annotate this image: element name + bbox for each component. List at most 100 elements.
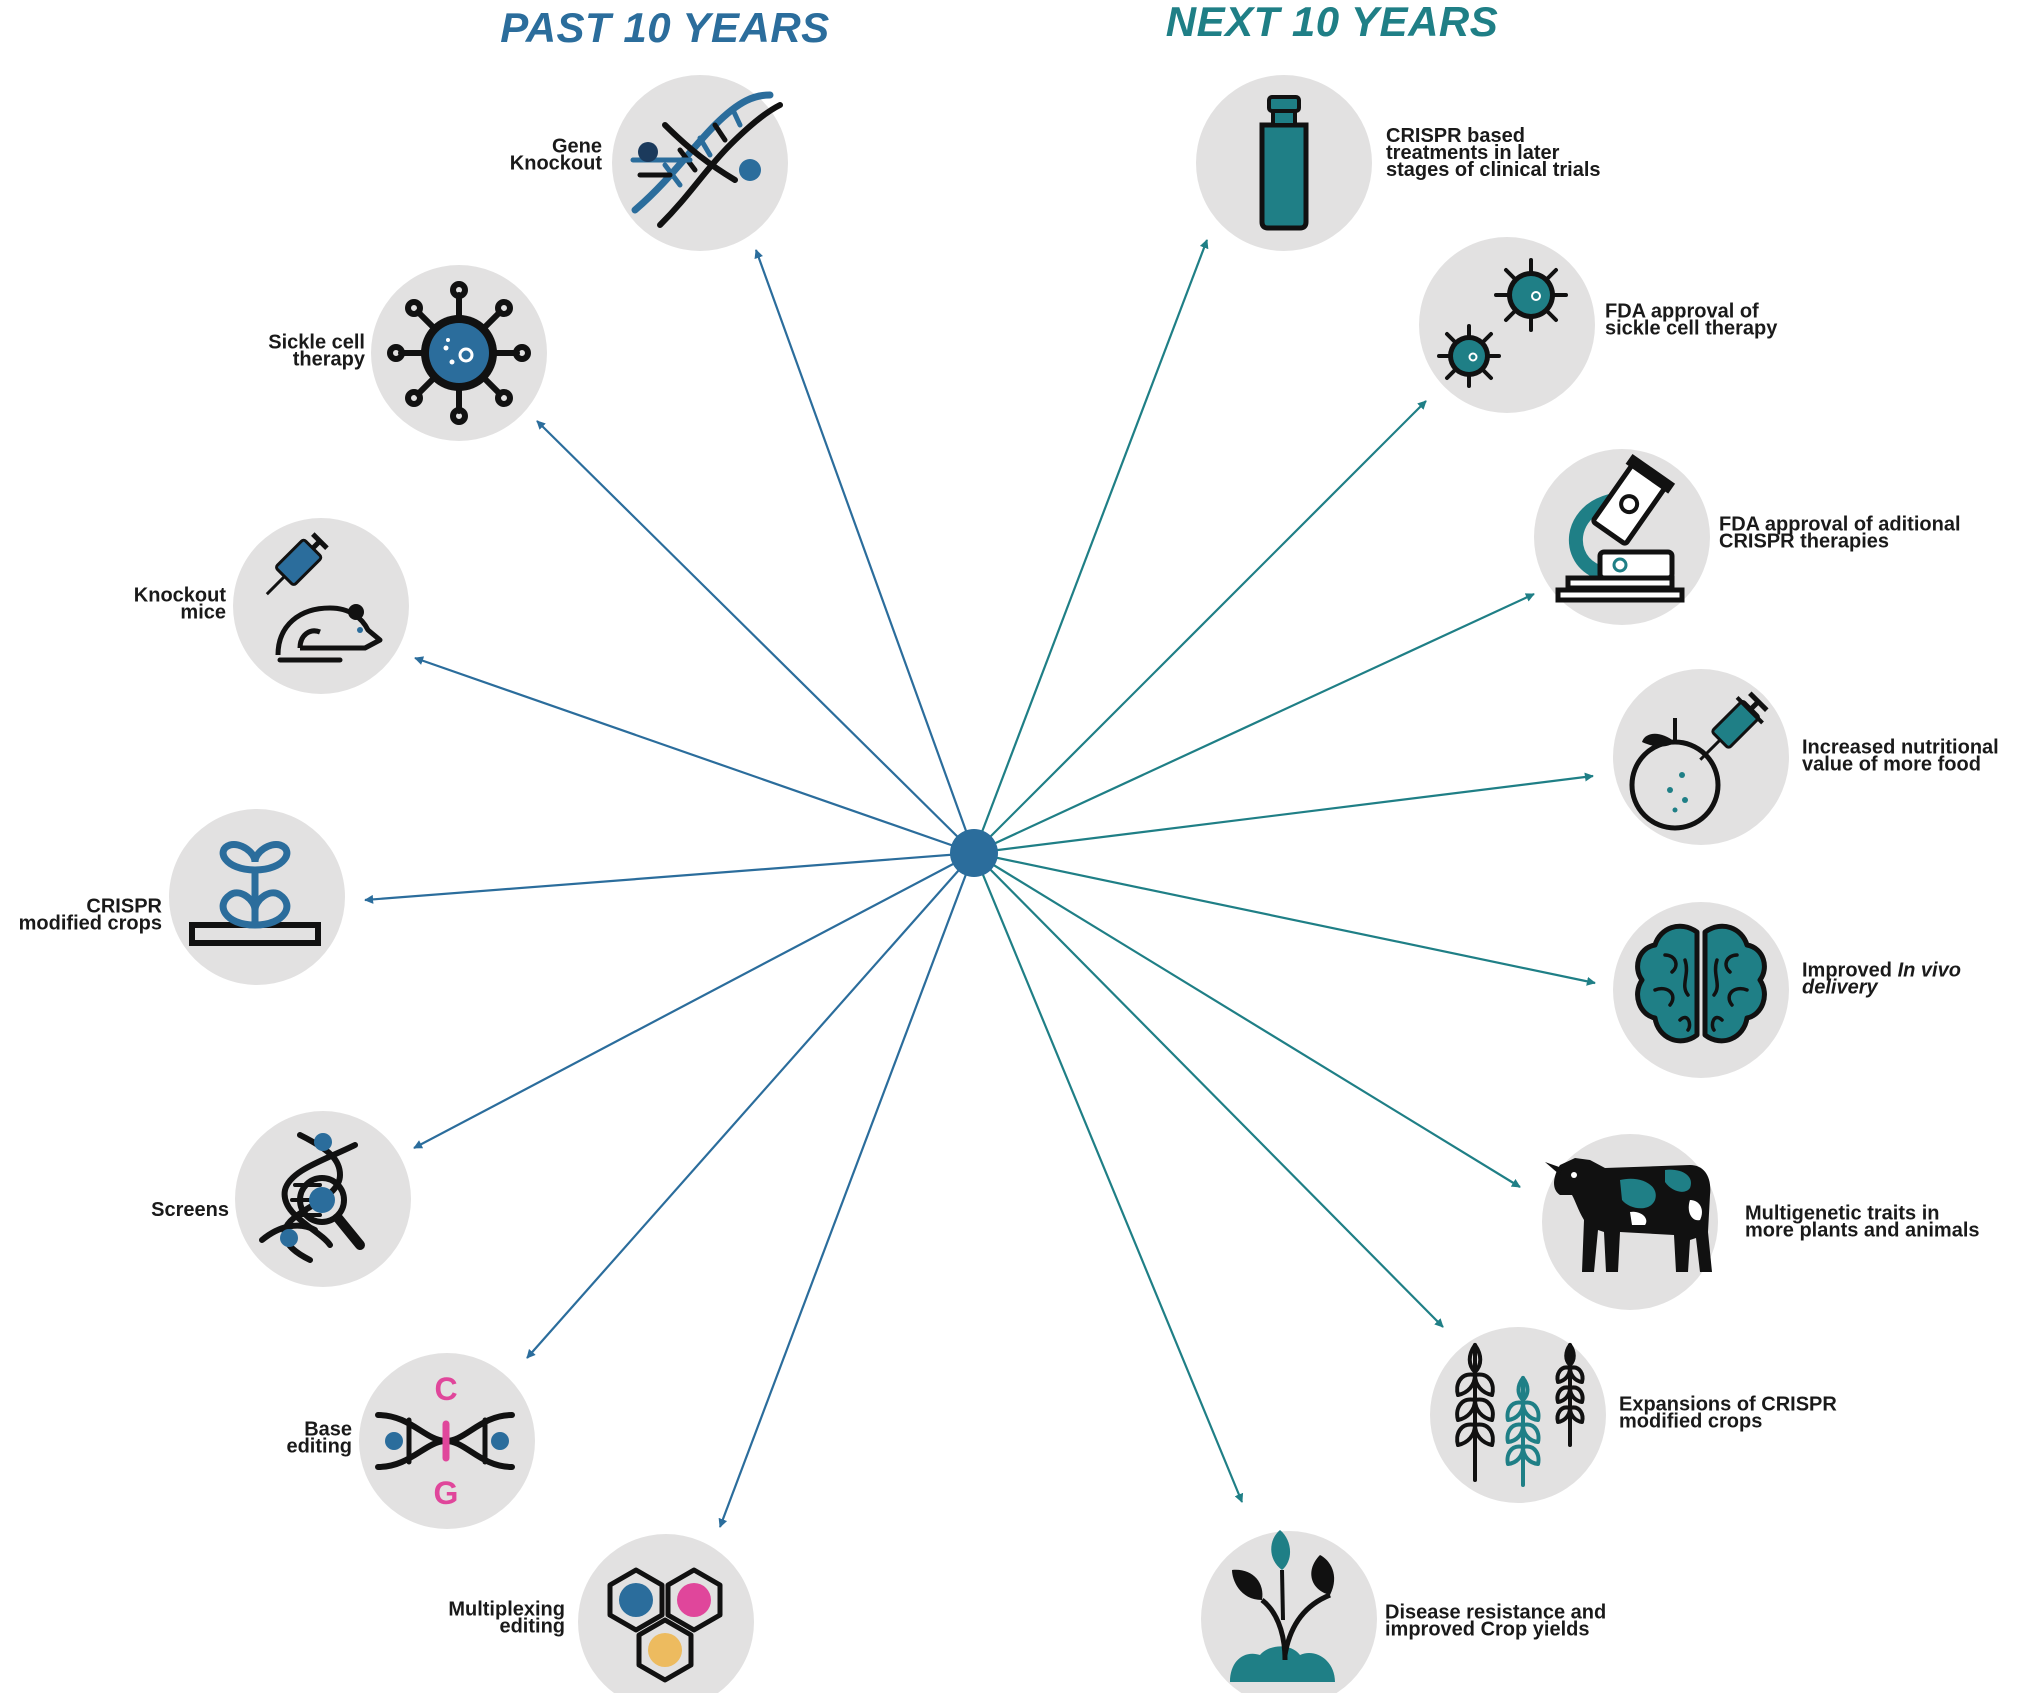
past-heading: PAST 10 YEARS — [500, 4, 829, 51]
seedling-icon — [1230, 1530, 1335, 1682]
center-hub — [950, 829, 998, 877]
label-line: Disease resistance and — [1385, 1602, 1606, 1624]
label-line: CRISPR — [86, 896, 162, 918]
next-arrow — [973, 851, 1596, 986]
label-line: Gene — [552, 136, 602, 158]
label-line: editing — [286, 1436, 352, 1458]
label-line: Sickle cell — [268, 332, 365, 354]
next-arrow — [972, 239, 1209, 854]
next-arrow — [972, 852, 1244, 1503]
base-letter-bottom: G — [434, 1475, 459, 1511]
past-arrow — [536, 420, 975, 854]
label-line: therapy — [293, 349, 366, 371]
label-line: modified crops — [19, 913, 162, 935]
label-line: sickle cell therapy — [1605, 318, 1778, 340]
dna-knockout-icon — [630, 91, 783, 228]
virus-cell-icon — [387, 281, 531, 425]
label-line: modified crops — [1619, 1411, 1762, 1433]
cow-icon — [1545, 1158, 1712, 1272]
label-line: FDA approval of — [1605, 301, 1759, 323]
label-line: FDA approval of aditional — [1719, 514, 1961, 536]
label-line: In vivo — [1898, 960, 1961, 982]
icon-circle — [612, 75, 788, 251]
label-line: mice — [180, 602, 226, 624]
label-line: more plants and animals — [1745, 1220, 1980, 1242]
next-item-in-vivo: Improved In vivo delivery — [1613, 902, 1961, 1078]
next-arrow — [973, 593, 1535, 854]
dna-magnifier-icon — [259, 1132, 365, 1263]
past-arrow — [526, 852, 975, 1359]
past-arrow — [414, 656, 975, 855]
label-line: stages of clinical trials — [1386, 159, 1601, 181]
label-line: improved Crop yields — [1385, 1619, 1590, 1641]
label-line: treatments in later — [1386, 142, 1560, 164]
label-line: Expansions of CRISPR — [1619, 1394, 1837, 1416]
past-arrow — [413, 852, 975, 1149]
label-line: editing — [499, 1616, 565, 1638]
label-line: Improved — [1802, 960, 1898, 982]
brain-icon — [1635, 923, 1767, 1044]
base-letter-top: C — [434, 1371, 457, 1407]
wheat-icon — [1455, 1343, 1585, 1487]
label-line: CRISPR based — [1386, 125, 1525, 147]
label-line: Multigenetic traits in — [1745, 1203, 1939, 1225]
label-line: Multiplexing — [448, 1599, 565, 1621]
hexagon-cells-icon — [607, 1567, 723, 1683]
past-item-screens: Screens — [151, 1111, 411, 1287]
next-arrow — [973, 772, 1594, 855]
label-line: delivery — [1802, 977, 1878, 999]
label-line: Base — [304, 1419, 352, 1441]
item-label: Screens — [151, 1199, 229, 1221]
past-arrow — [754, 249, 976, 854]
plant-crop-icon — [189, 840, 321, 946]
label-line: Knockout — [510, 153, 603, 175]
microscope-icon — [1555, 453, 1685, 603]
label-line: value of more food — [1802, 754, 1981, 776]
next-heading: NEXT 10 YEARS — [1166, 0, 1499, 45]
fruit-syringe-icon — [1629, 691, 1769, 831]
arrow-group — [364, 239, 1596, 1528]
mouse-syringe-icon — [265, 532, 383, 663]
next-arrow — [973, 852, 1521, 1188]
past-arrow — [364, 851, 975, 904]
vial-icon — [1259, 95, 1309, 231]
next-arrow — [973, 400, 1427, 854]
label-line: Increased nutritional — [1802, 737, 1999, 759]
past-arrow — [718, 852, 976, 1528]
base-pair-icon — [375, 1412, 515, 1470]
label-line: Knockout — [134, 585, 227, 607]
two-viruses-icon — [1437, 258, 1568, 388]
label-line: Screens — [151, 1199, 229, 1221]
label-line: CRISPR therapies — [1719, 531, 1889, 553]
item-label: Improved In vivo delivery — [1802, 960, 1961, 999]
next-arrow — [973, 852, 1444, 1328]
